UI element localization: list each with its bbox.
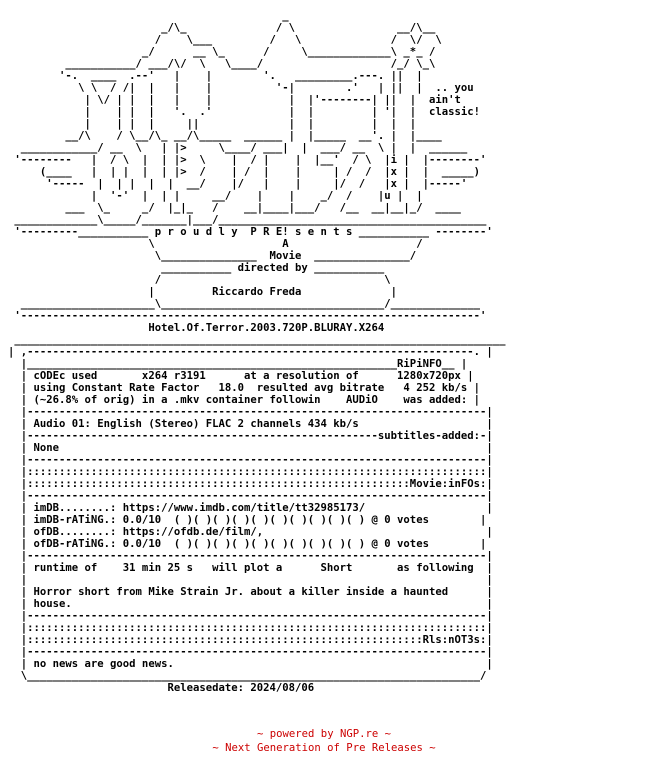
- nfo-line: | | | | '. .' | | | '| | classic!: [8, 106, 480, 118]
- nfo-line: | \/ | | | | | | |'--------| || | ain't: [8, 94, 461, 106]
- nfo-line: |---------------------------------------…: [8, 550, 493, 562]
- nfo-line: _/ __ \_ / \_____________\ _*_ /: [8, 46, 436, 58]
- nfo-line: | ,-------------------------------------…: [8, 346, 493, 358]
- nfo-line: |---------------------------------------…: [8, 430, 493, 442]
- nfo-line: (____ | | | | | |> / | / | | | / / |x | …: [8, 166, 480, 178]
- nfo-line: __/\ / \__/\_ __/\_____ ______ | |_____ …: [8, 130, 442, 142]
- nfo-line: ___________ directed by ___________: [8, 262, 385, 274]
- nfo-line: |_______________________________________…: [8, 358, 468, 370]
- nfo-line: | Audio 01: English (Stereo) FLAC 2 chan…: [8, 418, 493, 430]
- nfo-line: | cODEc used x264 r3191 at a resolution …: [8, 370, 474, 382]
- nfo-ascii-art: _ _/\_ / \ __/\__ / \___ / \ / \/ \ _/ _…: [8, 10, 505, 694]
- nfo-line: |---------------------------------------…: [8, 610, 493, 622]
- nfo-line: |---------------------------------------…: [8, 646, 493, 658]
- nfo-line: | None |: [8, 442, 493, 454]
- nfo-line: | (~26.8% of orig) in a .mkv container f…: [8, 394, 480, 406]
- nfo-line: _____________\_____/_______|___/________…: [8, 214, 487, 226]
- nfo-line: Releasedate: 2024/08/06: [8, 682, 315, 694]
- nfo-line: _____________________\__________________…: [8, 298, 480, 310]
- nfo-line: | '-' | | | __/ | | _/ / |u | |: [8, 190, 423, 202]
- nfo-line: | ofDB........: https://ofdb.de/film/, |: [8, 526, 493, 538]
- nfo-line: | imDB-rATiNG.: 0.0/10 ( )( )( )( )( )( …: [8, 514, 487, 526]
- nfo-line: | | | | || | | | | |: [8, 118, 417, 130]
- nfo-line: |---------------------------------------…: [8, 490, 493, 502]
- nfo-line: \ \ / /| | | | '-| .' | || | .. you: [8, 82, 474, 94]
- nfo-line: | using Constant Rate Factor 18.0 result…: [8, 382, 480, 394]
- nfo-line: \ A /: [8, 238, 423, 250]
- nfo-line: / \___ / \ / \/ \: [8, 34, 442, 46]
- nfo-line: |---------------------------------------…: [8, 454, 493, 466]
- nfo-line: Hotel.Of.Terror.2003.720P.BLURAY.X264: [8, 322, 385, 334]
- nfo-line: _: [8, 10, 455, 22]
- nfo-line: |:::::::::::::::::::::::::::::::::::::::…: [8, 634, 493, 646]
- nfo-line: | Riccardo Freda |: [8, 286, 398, 298]
- nfo-line: |:::::::::::::::::::::::::::::::::::::::…: [8, 466, 493, 478]
- nfo-line: | Horror short from Mike Strain Jr. abou…: [8, 586, 493, 598]
- nfo-line: |:::::::::::::::::::::::::::::::::::::::…: [8, 622, 493, 634]
- nfo-line: ____________/ __ \ | |> \____/ ___| | __…: [8, 142, 468, 154]
- nfo-line: '-. ____ .--' | | '. _________.---. || |: [8, 70, 423, 82]
- tagline-text: ~ Next Generation of Pre Releases ~: [212, 742, 436, 754]
- nfo-line: ___ \_ _/ |_|_ / __|____|___/ /__ __|__|…: [8, 202, 461, 214]
- nfo-line: ________________________________________…: [8, 334, 506, 346]
- footer: ~ powered by NGP.re ~ ~ Next Generation …: [0, 727, 648, 755]
- nfo-line: | imDB........: https://www.imdb.com/tit…: [8, 502, 493, 514]
- nfo-line: '----- | | | | | __/ |/ | | |/ / |x | |-…: [8, 178, 468, 190]
- nfo-line: '---------------------------------------…: [8, 310, 487, 322]
- nfo-line: |:::::::::::::::::::::::::::::::::::::::…: [8, 478, 493, 490]
- nfo-line: |---------------------------------------…: [8, 406, 493, 418]
- nfo-line: | |: [8, 574, 493, 586]
- nfo-line: '---------___________ p r o u d l y P R …: [8, 226, 493, 238]
- nfo-line: \_______________________________________…: [8, 670, 487, 682]
- nfo-line: ___________/ ___/\/ \ \____/ /_/ \_\: [8, 58, 436, 70]
- nfo-line: | house. |: [8, 598, 493, 610]
- nfo-line: / \: [8, 274, 391, 286]
- nfo-line: | no news are good news. |: [8, 658, 493, 670]
- nfo-line: | ofDB-rATiNG.: 0.0/10 ( )( )( )( )( )( …: [8, 538, 487, 550]
- nfo-line: | runtime of 31 min 25 s will plot a Sho…: [8, 562, 493, 574]
- nfo-line: \_______________ Movie _______________/: [8, 250, 417, 262]
- powered-by-text: ~ powered by NGP.re ~: [257, 728, 391, 740]
- nfo-line: '-------- | / \ | | |> \ | / | | |__' / …: [8, 154, 487, 166]
- nfo-line: _/\_ / \ __/\__: [8, 22, 449, 34]
